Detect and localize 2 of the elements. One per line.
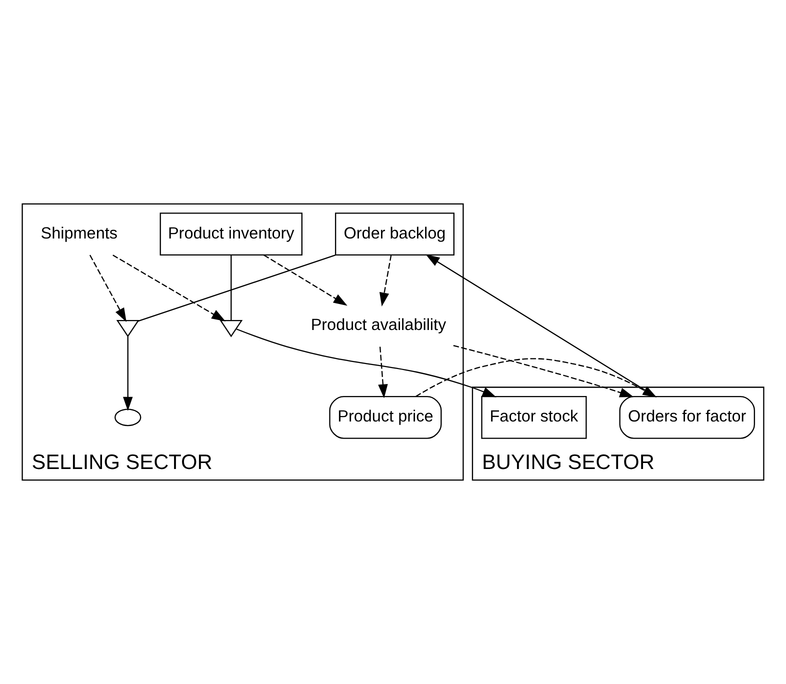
node-text: Product availability (310, 316, 446, 334)
node-text: Shipments (40, 224, 118, 242)
